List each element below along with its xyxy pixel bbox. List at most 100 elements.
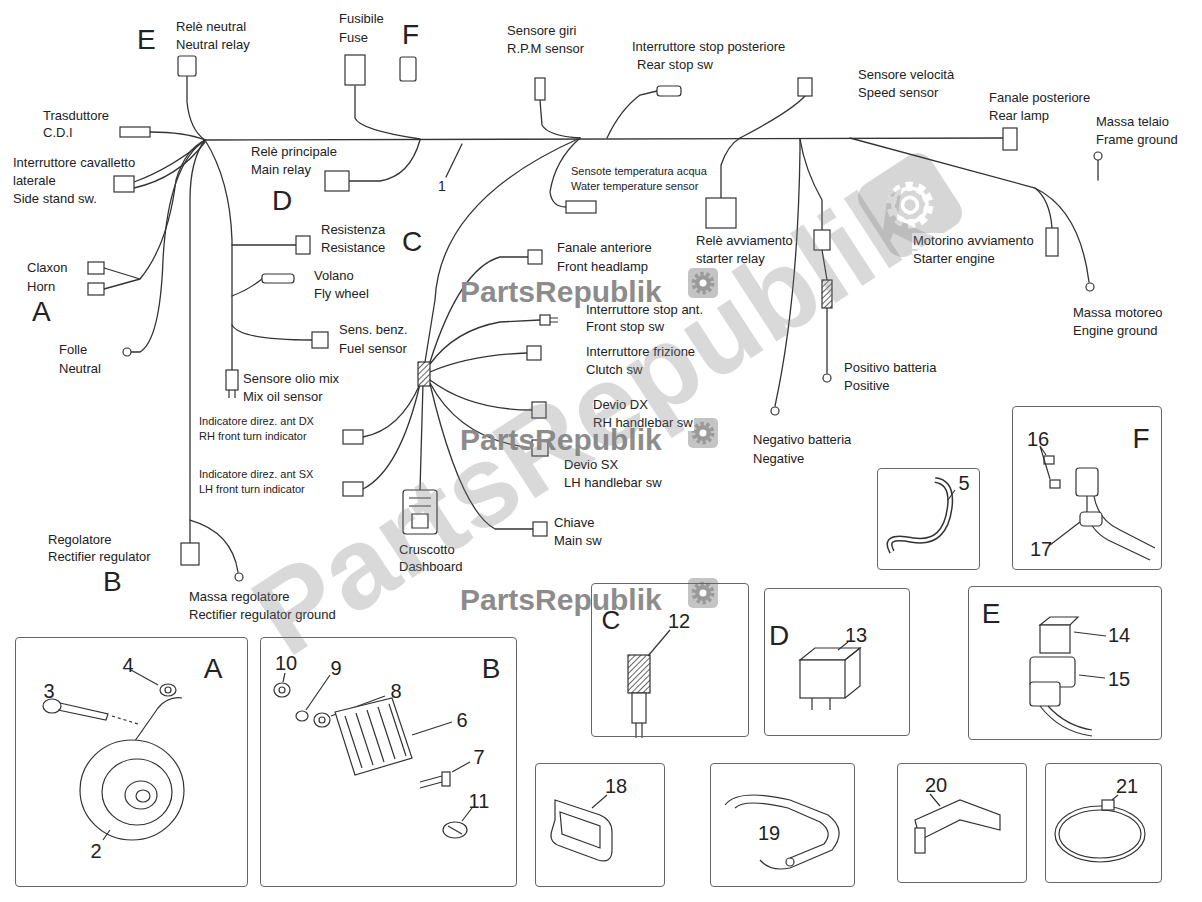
part-drawing: [319, 717, 325, 723]
part-label: Main relay: [250, 162, 312, 178]
part-label: Relè principale: [250, 144, 338, 160]
part-label: Interruttore stop ant.: [585, 302, 704, 318]
part-label: LH front turn indicator: [198, 483, 306, 496]
watermark: PartsRepublik: [460, 422, 662, 458]
connector: [343, 430, 363, 444]
connector: [1086, 283, 1094, 291]
connector: [88, 55, 1102, 581]
callout-number: 8: [390, 679, 401, 703]
part-drawing: [592, 795, 607, 808]
watermark-badge: [688, 268, 718, 298]
wiring-harness: [800, 139, 822, 230]
watermark-badge: [688, 147, 968, 608]
section-letter: F: [402, 18, 419, 52]
part-label: Fuse: [338, 30, 369, 46]
wiring-harness: [131, 140, 205, 352]
part-drawing: [636, 723, 642, 738]
part-box: 18: [535, 763, 665, 887]
connector: [409, 498, 431, 528]
callout-number: 19: [758, 821, 780, 845]
part-label: Chiave: [553, 515, 595, 531]
watermark-badge: [694, 424, 712, 442]
section-letter: A: [32, 295, 51, 329]
part-drawing: [1102, 800, 1114, 810]
connector: [229, 390, 235, 398]
part-drawing: [1030, 682, 1060, 706]
part-label: Sens. benz.: [338, 322, 409, 338]
part-drawing: [560, 812, 600, 848]
part-drawing: [648, 630, 670, 656]
part-label: Fusibile: [338, 11, 385, 27]
part-box: D13: [764, 588, 910, 736]
part-label: Folle: [58, 342, 88, 358]
connector: [181, 543, 199, 565]
callout-number: 10: [275, 651, 297, 675]
part-label: Speed sensor: [857, 85, 939, 101]
wiring-harness: [104, 76, 1098, 572]
part-drawing: [1059, 810, 1141, 858]
connector: [1046, 228, 1058, 256]
part-drawing: [136, 790, 150, 802]
part-label: Rectifier regulator: [47, 549, 152, 565]
part-drawing: [786, 858, 794, 866]
callout-number: 17: [1030, 537, 1052, 561]
wiring-harness: [349, 140, 420, 181]
part-label: Interruttore stop posteriore: [631, 39, 786, 55]
wiring-harness: [150, 132, 205, 140]
connector: [1094, 152, 1102, 160]
part-label: Front headlamp: [556, 259, 649, 275]
part-drawing: [915, 800, 1000, 840]
part-label: Relè neutral: [175, 19, 247, 35]
part-label: Massa telaio: [1095, 114, 1170, 130]
part-drawing: [296, 711, 308, 721]
part-drawing: [165, 687, 171, 693]
section-letter: B: [482, 652, 501, 686]
wiring-harness: [187, 76, 205, 140]
callout-number: 3: [43, 679, 54, 703]
callout-number: 11: [469, 789, 490, 813]
part-drawing: [890, 480, 951, 552]
part-drawing: [102, 759, 172, 825]
part-label: Sensore olio mix: [242, 371, 340, 387]
part-label: Rear lamp: [988, 108, 1050, 124]
wiring-harness: [1097, 160, 1098, 180]
part-drawing: [279, 687, 285, 693]
wiring-harness: [205, 140, 232, 370]
part-drawing: [800, 660, 845, 698]
part-drawing: [448, 826, 462, 834]
wiring-harness: [775, 139, 800, 406]
callout-number: 15: [1108, 667, 1130, 691]
part-label: Fly wheel: [313, 286, 370, 302]
callout-number: 14: [1108, 623, 1130, 647]
connector: [403, 490, 437, 534]
part-label: Main sw: [553, 533, 603, 549]
connector: [823, 374, 831, 382]
part-label: Massa motoreo: [1072, 305, 1164, 321]
wiring-harness: [205, 138, 1003, 140]
part-drawing: [452, 762, 470, 772]
part-label: Engine ground: [1072, 323, 1159, 339]
part-drawing: [1087, 496, 1155, 560]
part-label: Negative: [752, 451, 805, 467]
part-label: Rear stop sw: [636, 57, 714, 73]
connector: [123, 348, 131, 356]
part-label: Claxon: [26, 260, 68, 276]
callout-number: 7: [473, 745, 484, 769]
connector: [657, 86, 681, 96]
connector: [88, 262, 104, 274]
part-label: Neutral: [58, 361, 102, 377]
connector: [296, 236, 310, 254]
wiring-harness: [822, 250, 827, 280]
section-letter: F: [1132, 422, 1149, 456]
connector: [312, 332, 328, 348]
part-label: Resistenza: [320, 222, 386, 238]
part-label: C.D.I: [42, 125, 74, 141]
callout-number: 6: [456, 708, 467, 732]
connector: [798, 78, 812, 96]
part-drawing: [58, 703, 108, 720]
connector: [262, 274, 294, 283]
part-drawing: [43, 446, 1155, 869]
connector: [226, 370, 238, 390]
part-box: 20: [897, 763, 1027, 883]
